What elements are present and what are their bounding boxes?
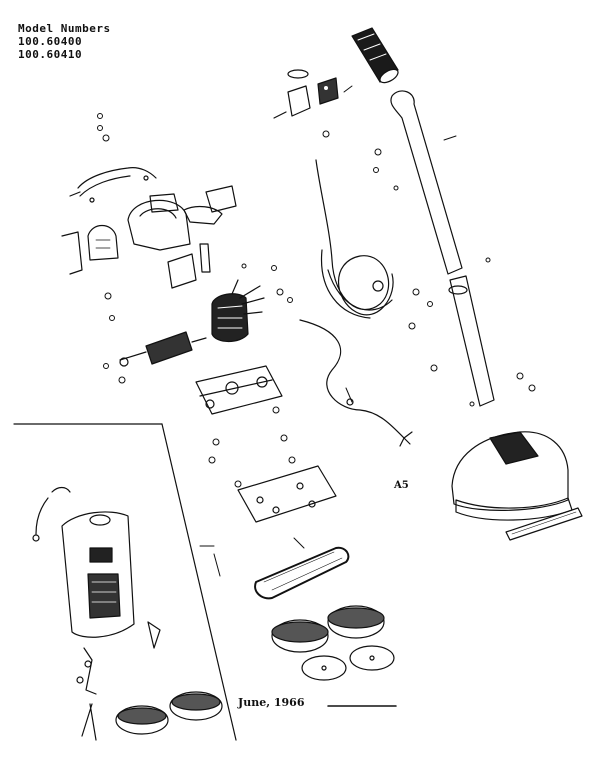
model-number-1: 100.60400: [18, 35, 83, 48]
handle-tube: [390, 90, 495, 407]
handle-grip: [351, 27, 399, 84]
bumper: [254, 546, 350, 600]
gear-case: [195, 365, 283, 415]
upper-bracket: [69, 167, 157, 203]
model-numbers: Model Numbers 100.60400 100.60410: [18, 22, 111, 61]
cover: [451, 431, 583, 541]
motor-field: [211, 279, 265, 343]
motor-armature: [119, 331, 207, 367]
power-cord-coil: [315, 159, 394, 319]
cam-disc: [61, 224, 119, 275]
scrub-brush: [271, 605, 385, 653]
switch-plate: [273, 69, 339, 119]
base-plate: [237, 465, 337, 523]
gear-housing: [167, 243, 211, 289]
revision-date: June, 1966: [238, 696, 305, 709]
cord-plug: [299, 319, 413, 447]
dispenser-tank: [32, 486, 135, 638]
wax-applicator-brush: [115, 691, 223, 735]
pad: [301, 645, 395, 681]
inset-panel-border: [13, 423, 237, 741]
dispenser-hardware: [76, 621, 161, 741]
model-numbers-title: Model Numbers: [18, 22, 111, 35]
fasteners: [97, 85, 536, 577]
fan-housing: [127, 185, 237, 251]
section-label: A5: [394, 480, 409, 491]
model-number-2: 100.60410: [18, 48, 83, 61]
